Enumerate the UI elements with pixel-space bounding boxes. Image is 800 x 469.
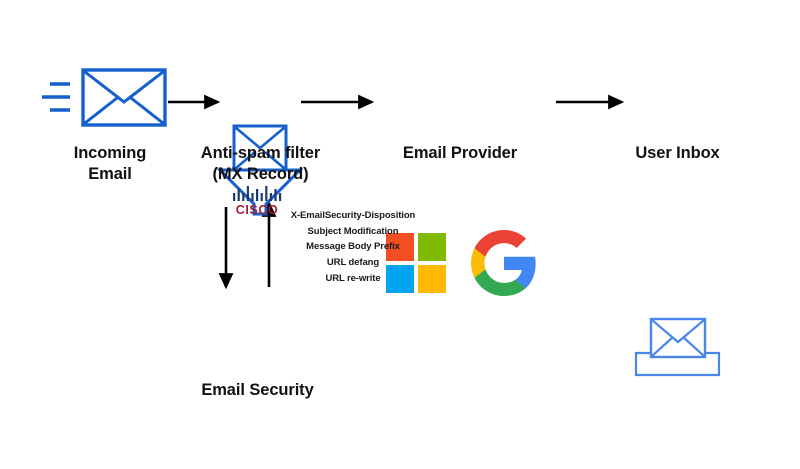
node-user-inbox [630, 311, 725, 381]
modification-item: URL defang [326, 257, 380, 269]
inbox-tray-icon [634, 317, 721, 377]
label-email-security: Email Security [201, 381, 314, 399]
google-logo-icon [471, 230, 536, 296]
cisco-logo-icon: CISCO [233, 186, 282, 217]
microsoft-logo-icon [386, 233, 446, 293]
ms-square-blue [386, 265, 414, 293]
modification-item: URL re-write [325, 272, 381, 284]
funnel-envelope-icon [216, 124, 304, 216]
label-email-provider: Email Provider [402, 144, 518, 162]
label-antispam-filter: Anti-spam filter (MX Record) [200, 144, 321, 184]
node-antispam-filter: CISCO [210, 122, 310, 217]
modification-list: X-EmailSecurity-Disposition Subject Modi… [278, 208, 428, 286]
ms-square-green [418, 233, 446, 261]
modification-item: Message Body Prefix [306, 241, 400, 253]
node-incoming-email [40, 62, 170, 132]
ms-square-yellow [418, 265, 446, 293]
label-incoming-email: Incoming Email [73, 144, 147, 184]
label-user-inbox: User Inbox [635, 144, 720, 162]
modification-item: Subject Modification [307, 225, 399, 237]
node-email-provider [380, 225, 540, 305]
incoming-envelope-icon [42, 68, 167, 127]
cisco-wordmark: CISCO [236, 203, 279, 217]
modification-item: X-EmailSecurity-Disposition [290, 210, 416, 221]
ms-square-red [386, 233, 414, 261]
